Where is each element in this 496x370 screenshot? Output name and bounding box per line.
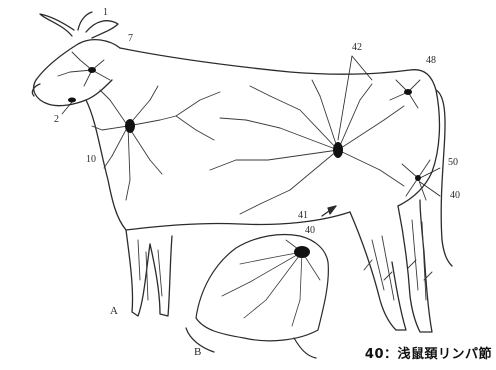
- label-10: 10: [86, 155, 96, 165]
- label-50: 50: [448, 158, 458, 168]
- label-panel-b: B: [194, 347, 201, 358]
- label-48: 48: [426, 56, 436, 66]
- label-panel-a: A: [110, 306, 118, 317]
- label-40-hind: 40: [450, 191, 460, 201]
- lymph-node-10: [125, 119, 135, 133]
- lymph-node-40: [294, 246, 310, 258]
- lymph-node-42: [333, 142, 343, 158]
- cow-outline: [32, 12, 452, 332]
- lymph-node-48: [404, 89, 412, 95]
- leader-lines: [62, 56, 440, 196]
- figure-caption: 40：浅鼠頚リンパ節: [365, 343, 492, 362]
- label-1: 1: [103, 8, 108, 18]
- lymph-node-7: [88, 67, 96, 73]
- label-2: 2: [54, 115, 59, 125]
- lymph-nodes: [68, 67, 421, 258]
- label-41: 41: [298, 211, 308, 221]
- label-40: 40: [305, 226, 315, 236]
- label-7: 7: [128, 34, 133, 44]
- label-42: 42: [352, 43, 362, 53]
